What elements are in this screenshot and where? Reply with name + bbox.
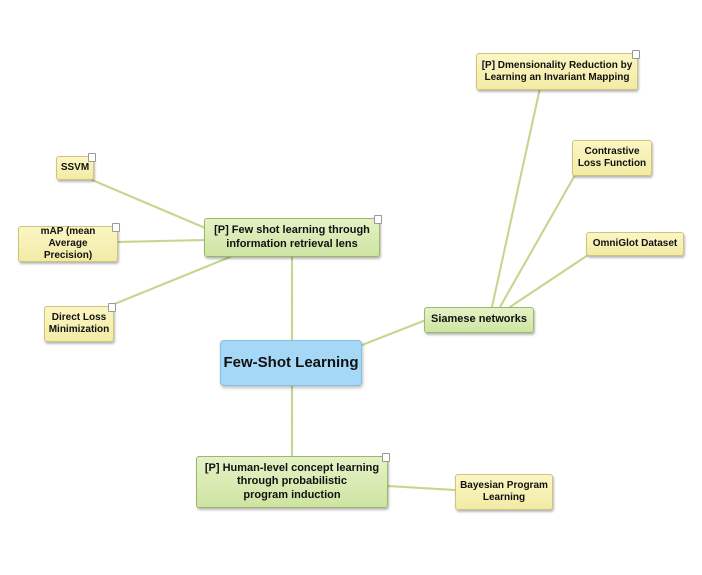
edge-fewshot-ir-ssvm — [90, 178, 212, 232]
leaf-label: [P] Dmensionality Reduction by Learning … — [481, 59, 633, 83]
edge-siamese-dim-reduction — [490, 86, 542, 309]
topic-fewshot-ir-paper[interactable]: [P] Few shot learning through informatio… — [204, 215, 382, 257]
topic-label: [P] Human-level concept learning through… — [204, 462, 380, 501]
topic-human-level-paper[interactable]: [P] Human-level concept learning through… — [196, 453, 390, 508]
note-icon — [382, 453, 390, 462]
leaf-label: mAP (mean Average Precision) — [40, 226, 96, 261]
note-icon — [108, 303, 116, 312]
edge-siamese-contrastive — [498, 173, 577, 309]
leaf-ssvm[interactable]: SSVM — [56, 153, 96, 180]
central-topic-few-shot-learning[interactable]: Few-Shot Learning — [220, 340, 362, 386]
leaf-contrastive-loss-function[interactable]: Contrastive Loss Function — [572, 140, 652, 176]
note-icon — [112, 223, 120, 232]
edge-central-siamese — [360, 318, 428, 347]
central-topic-label: Few-Shot Learning — [223, 354, 359, 371]
leaf-bayesian-program-learning[interactable]: Bayesian Program Learning — [455, 474, 553, 510]
leaf-label: Direct Loss Minimization — [48, 312, 110, 335]
note-icon — [88, 153, 96, 162]
leaf-omniglot-dataset[interactable]: OmniGlot Dataset — [586, 232, 684, 256]
leaf-label: SSVM — [60, 162, 90, 173]
edge-human-level-bayesian — [386, 484, 457, 492]
leaf-label: Bayesian Program Learning — [460, 480, 548, 503]
edge-siamese-omniglot — [508, 253, 590, 309]
note-icon — [632, 50, 640, 59]
leaf-label: Contrastive Loss Function — [577, 146, 647, 169]
topic-label: [P] Few shot learning through informatio… — [214, 224, 370, 250]
note-icon — [374, 215, 382, 224]
topic-siamese-networks[interactable]: Siamese networks — [424, 307, 534, 333]
edge-fewshot-ir-direct-loss — [110, 255, 232, 307]
leaf-dimensionality-reduction-paper[interactable]: [P] Dmensionality Reduction by Learning … — [476, 50, 640, 90]
edge-fewshot-ir-map — [116, 238, 207, 244]
topic-label: Siamese networks — [431, 313, 527, 326]
leaf-label: OmniGlot Dataset — [592, 238, 678, 249]
leaf-direct-loss-minimization[interactable]: Direct Loss Minimization — [44, 303, 116, 342]
leaf-map[interactable]: mAP (mean Average Precision) — [18, 223, 120, 262]
